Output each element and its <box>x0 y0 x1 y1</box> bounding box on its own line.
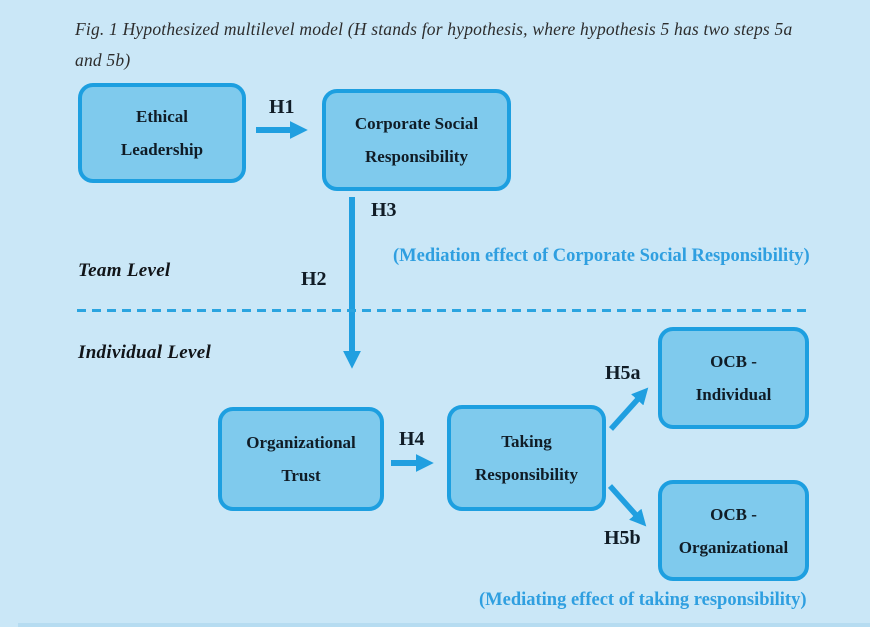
node-csr-line1: Corporate Social <box>354 114 479 133</box>
individual-level-label: Individual Level <box>78 342 212 363</box>
team-level-label: Team Level <box>78 260 171 281</box>
hypothesis-label-h5a: H5a <box>605 362 641 384</box>
node-ethical-leadership-line1: Ethical <box>136 107 188 126</box>
node-taking-responsibility-line1: Taking <box>501 432 552 451</box>
node-ethical-leadership: Ethical Leadership <box>78 83 246 183</box>
node-ethical-leadership-line2: Leadership <box>120 140 204 159</box>
node-csr-line2: Responsibility <box>365 147 468 166</box>
arrow-h5a <box>608 387 649 431</box>
mediation-csr-annotation: (Mediation effect of Corporate Social Re… <box>393 246 810 266</box>
arrow-h5b <box>607 484 647 527</box>
hypothesis-label-h4: H4 <box>399 428 425 450</box>
node-taking-responsibility: Taking Responsibility <box>447 405 606 511</box>
node-ocb-organizational-line1: OCB - <box>710 504 757 524</box>
mediation-taking-annotation: (Mediating effect of taking responsibili… <box>479 590 807 610</box>
node-ocb-organizational-line2: Organizational <box>678 537 789 557</box>
node-ocb-individual-line1: OCB - <box>710 352 757 371</box>
node-corporate-social-responsibility: Corporate Social Responsibility <box>322 89 511 191</box>
bottom-page-edge <box>18 623 870 627</box>
node-taking-responsibility-line2: Responsibility <box>475 465 578 484</box>
hypothesis-label-h5b: H5b <box>604 527 641 549</box>
node-ocb-organizational: OCB - Organizational <box>658 480 809 581</box>
node-organizational-trust-line1: Organizational <box>246 433 356 452</box>
hypothesis-label-h1: H1 <box>269 96 295 118</box>
level-divider-dashed-line <box>77 309 808 312</box>
node-ocb-individual-line2: Individual <box>695 385 772 404</box>
figure-caption: Fig. 1 Hypothesized multilevel model (H … <box>75 19 793 70</box>
node-ocb-individual: OCB - Individual <box>658 327 809 429</box>
hypothesis-label-h3: H3 <box>371 199 397 221</box>
node-organizational-trust-line2: Trust <box>281 466 321 485</box>
node-organizational-trust: Organizational Trust <box>218 407 384 511</box>
hypothesis-label-h2: H2 <box>301 268 327 290</box>
